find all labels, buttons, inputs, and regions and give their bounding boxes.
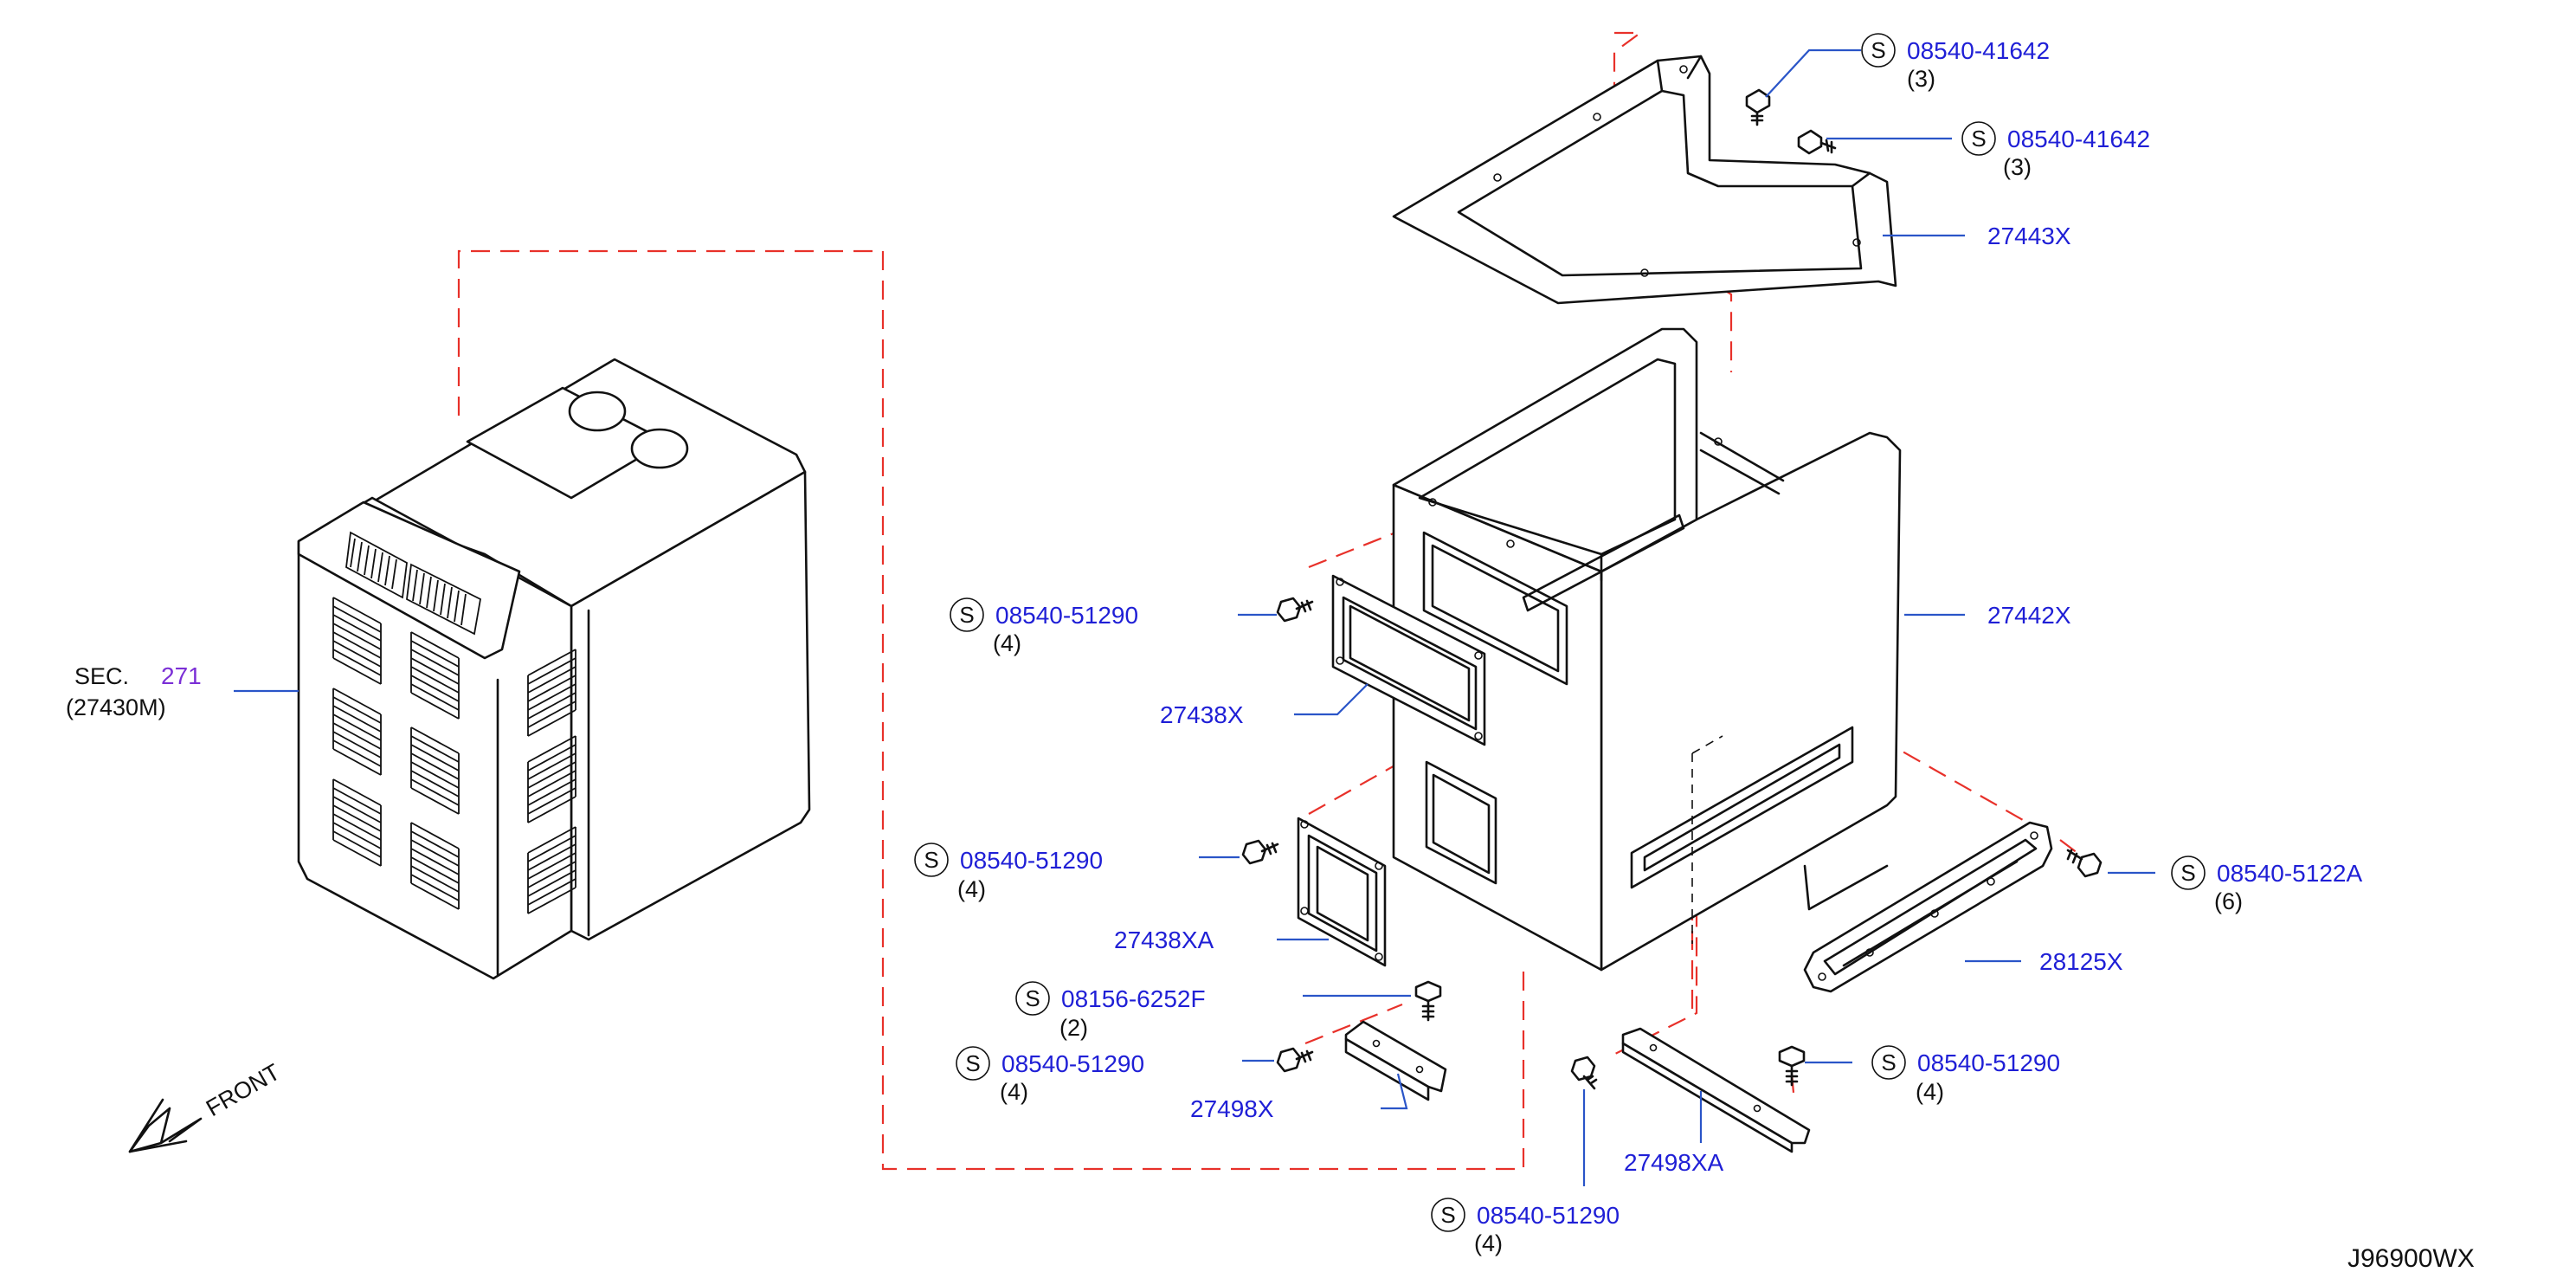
part-number-label: 27438XA (1114, 927, 1214, 953)
quantity-label: (3) (1907, 66, 1935, 92)
screw-icon (1778, 1045, 1806, 1087)
quantity-label: (4) (993, 630, 1021, 656)
quantity-label: (6) (2214, 888, 2243, 914)
part-number-label: 08540-51290 (1917, 1049, 2060, 1076)
svg-text:S: S (1025, 985, 1040, 1011)
quantity-label: (4) (1000, 1079, 1028, 1105)
svg-text:S: S (959, 602, 974, 628)
screw-icon (1414, 980, 1442, 1022)
svg-text:S: S (1971, 126, 1986, 152)
grille-27438x-part (1331, 574, 1486, 746)
section-reference: SEC. 271 (27430M) (66, 662, 202, 720)
screw-icon (1241, 839, 1279, 865)
vent-grille-side (527, 649, 576, 914)
screw-icon (1797, 129, 1837, 155)
svg-text:S: S (965, 1050, 980, 1076)
part-number-label: 27442X (1987, 602, 2071, 629)
spec-symbols: S S S S S S S S S (914, 33, 2206, 1232)
vent-grille-front (332, 597, 460, 910)
part-number-label: 08540-51290 (1477, 1202, 1620, 1229)
quantity-label: (4) (957, 876, 986, 902)
screw-icon (1276, 1047, 1314, 1073)
s-symbol-icon: S (950, 597, 984, 632)
part-number-label: 08540-51290 (995, 602, 1138, 629)
part-number-label: 08540-51290 (1001, 1050, 1144, 1077)
s-symbol-icon: S (2171, 856, 2206, 890)
quantity-label: (2) (1059, 1015, 1088, 1041)
part-number-label: 27498X (1190, 1095, 1274, 1122)
quantity-label: (3) (2003, 154, 2032, 180)
part-number-label: 27438X (1160, 701, 1244, 728)
s-symbol-icon: S (1015, 981, 1050, 1016)
callout-labels: 08540-41642 (3) 08540-41642 (3) 27443X 2… (957, 37, 2362, 1256)
top-cover-part (1392, 55, 1897, 305)
vent-grille-top (345, 531, 482, 636)
leader-lines (234, 48, 2155, 1186)
screw-icon (1570, 1056, 1598, 1090)
part-number-label: 08540-5122A (2217, 860, 2362, 887)
quantity-label: (4) (1916, 1079, 1944, 1105)
assembled-console-illustration (297, 358, 811, 980)
section-prefix: SEC. (74, 663, 129, 689)
svg-text:S: S (1871, 37, 1885, 63)
front-label: FRONT (202, 1059, 285, 1121)
section-number: 271 (161, 662, 202, 689)
screw-icon (1276, 597, 1314, 623)
diagram-code: J96900WX (2347, 1244, 2475, 1273)
part-number-label: 08540-41642 (1907, 37, 2050, 64)
part-number-label: 27498XA (1624, 1149, 1724, 1176)
screw-icon (2066, 849, 2103, 878)
front-arrow: FRONT (128, 1059, 285, 1153)
s-symbol-icon: S (1861, 33, 1896, 68)
svg-text:S: S (924, 847, 938, 873)
s-symbol-icon: S (1871, 1045, 1906, 1080)
svg-text:S: S (1440, 1202, 1455, 1228)
grille-27438xa-part (1297, 817, 1387, 967)
screw-icon (1745, 88, 1771, 126)
s-symbol-icon: S (1961, 121, 1996, 156)
bracket-27498xa-part (1621, 1027, 1811, 1153)
s-symbol-icon: S (1431, 1198, 1465, 1232)
part-number-label: 08540-51290 (960, 847, 1103, 874)
bracket-27498x-part (1344, 1020, 1447, 1101)
duct-28125x-part (1803, 821, 2053, 993)
part-number-label: 28125X (2039, 948, 2123, 975)
section-part: (27430M) (66, 694, 166, 720)
main-case-part (1392, 327, 1902, 972)
svg-text:S: S (2180, 860, 2195, 886)
s-symbol-icon: S (956, 1046, 990, 1081)
part-number-label: 08156-6252F (1061, 985, 1206, 1012)
svg-text:S: S (1881, 1049, 1896, 1075)
s-symbol-icon: S (914, 843, 949, 877)
quantity-label: (4) (1474, 1230, 1503, 1256)
part-number-label: 27443X (1987, 223, 2071, 249)
part-number-label: 08540-41642 (2007, 126, 2150, 152)
